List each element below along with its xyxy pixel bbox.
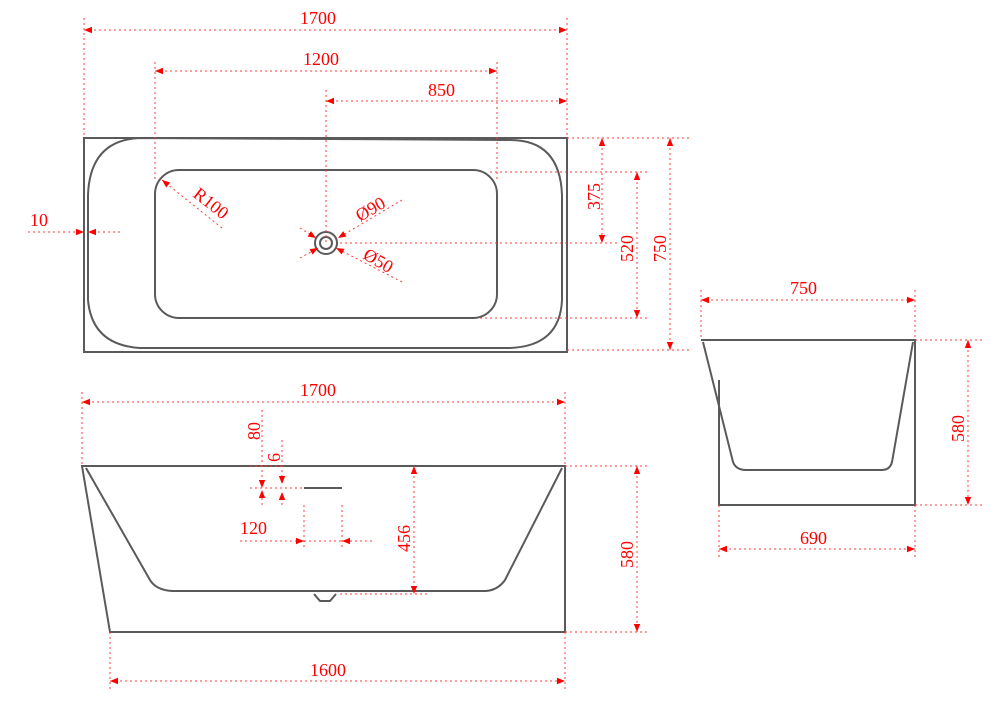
front-bottom-length-label: 1600 (310, 660, 346, 680)
corner-radius-label: R100 (190, 183, 233, 223)
drain-diameter-label: Ø50 (360, 244, 397, 277)
drain-offset-label: 850 (428, 80, 455, 100)
overflow-gap-label: 6 (264, 453, 284, 462)
side-view: 750 690 580 (700, 278, 985, 558)
wall-gap-label: 10 (30, 210, 48, 230)
top-overall-length-label: 1700 (300, 8, 336, 28)
inner-width-label: 520 (617, 235, 637, 262)
front-view-drain (313, 593, 337, 602)
top-inner-length-label: 1200 (303, 49, 339, 69)
front-top-length-label: 1700 (300, 380, 336, 400)
top-view: 1700 1200 850 10 R100 Ø90 Ø50 375 520 75… (28, 8, 690, 353)
front-overall-height-label: 580 (617, 541, 637, 568)
front-view-outline (80, 465, 566, 633)
side-top-width-label: 750 (790, 278, 817, 298)
side-view-outline (701, 339, 916, 506)
front-view: 1700 80 6 120 456 580 1600 (80, 380, 650, 690)
overflow-diameter-label: Ø90 (352, 193, 389, 226)
overflow-width-label: 120 (240, 518, 267, 538)
top-view-rim-curve (87, 136, 563, 349)
drain-inner-circle (319, 236, 333, 250)
inner-depth-label: 456 (394, 525, 414, 552)
drain-depth-position-label: 375 (584, 183, 604, 210)
top-view-outer-rim (83, 137, 568, 353)
front-view-inner-basin (85, 467, 563, 592)
side-view-inner-basin (702, 341, 914, 471)
side-bottom-width-label: 690 (800, 528, 827, 548)
side-overall-height-label: 580 (948, 415, 968, 442)
overflow-height-label: 80 (244, 422, 264, 440)
overall-width-label: 750 (650, 235, 670, 262)
